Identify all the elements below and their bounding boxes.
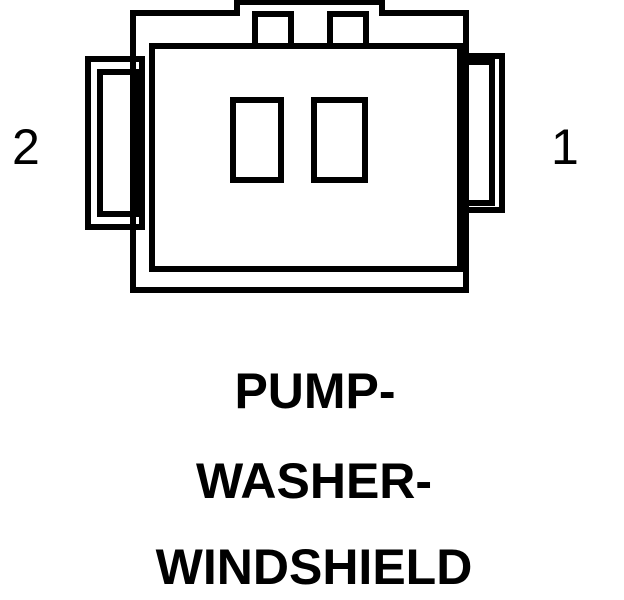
pin-number-1: 1 (551, 119, 579, 175)
connector-outline (85, 0, 505, 293)
pin-number-2: 2 (12, 119, 40, 175)
side-flange-right-inner (462, 59, 495, 206)
side-flange-left-inner (97, 69, 139, 217)
caption-line-3: WINDSHIELD (155, 539, 473, 595)
side-flange-left-outer (85, 56, 145, 230)
terminal-cavity-1 (311, 97, 368, 183)
connector-housing-outer (130, 0, 469, 293)
side-flange-right-outer (457, 53, 505, 213)
latch-tab-left (252, 11, 294, 49)
caption-line-1: PUMP- (234, 363, 396, 419)
connector-housing-inner (149, 43, 463, 272)
caption-line-2: WASHER- (195, 453, 433, 509)
latch-tab-right (327, 11, 369, 49)
terminal-cavity-2 (230, 97, 284, 183)
